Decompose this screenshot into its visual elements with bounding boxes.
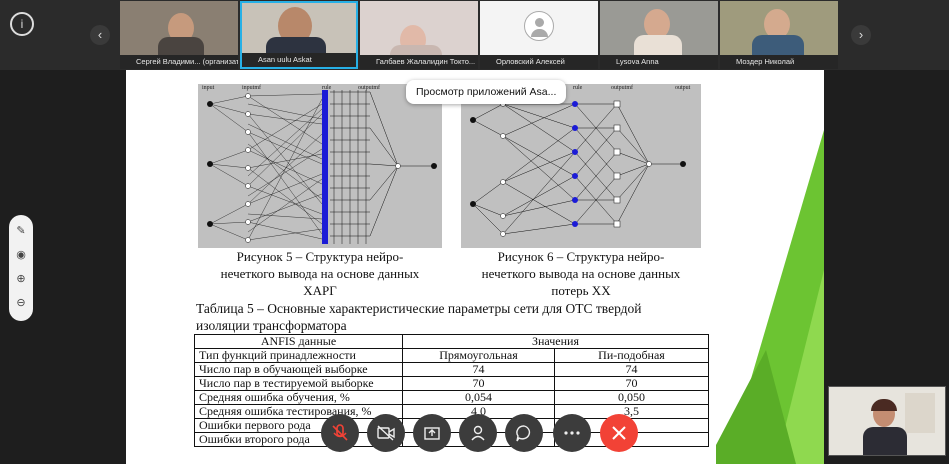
- participant-video: [600, 1, 718, 55]
- figure-5-network: input inputmf rule outputmf output: [198, 84, 442, 248]
- participant-name: Сергей Владими... (организатор): [120, 55, 238, 69]
- camera-button[interactable]: [367, 414, 405, 452]
- zoom-out-icon[interactable]: ⊖: [16, 297, 26, 309]
- more-options-button[interactable]: [553, 414, 591, 452]
- participant-tile[interactable]: Галбаев Жалалидин Токто...: [360, 1, 478, 69]
- slide-background-decoration: [706, 130, 824, 464]
- participant-tile[interactable]: ✕ Орловский Алексей: [480, 1, 598, 69]
- chat-button[interactable]: [505, 414, 543, 452]
- shared-screen: input inputmf rule outputmf output: [126, 70, 824, 464]
- document-page: input inputmf rule outputmf output: [194, 76, 716, 464]
- avatar-placeholder-icon: [524, 11, 554, 41]
- figure-6-network: input inputmf rule outputmf output: [461, 84, 701, 248]
- participant-name: Орловский Алексей: [480, 55, 598, 69]
- table-row: Тип функций принадлежности Прямоугольная…: [194, 348, 709, 363]
- figure-6-caption: Рисунок 6 – Структура нейро- нечеткого в…: [481, 249, 681, 298]
- participant-video: [360, 1, 478, 55]
- app-view-tooltip[interactable]: Просмотр приложений Asa...: [406, 80, 567, 104]
- participant-video: [480, 1, 598, 55]
- participant-video: [242, 3, 356, 57]
- more-dots-icon: [564, 431, 580, 435]
- participant-tile[interactable]: ✕ Lysova Anna: [600, 1, 718, 69]
- table-row: Число пар в обучающей выборке 74 74: [194, 362, 709, 377]
- strip-next-button[interactable]: ›: [851, 25, 871, 45]
- mute-mic-button[interactable]: [321, 414, 359, 452]
- participant-video: [120, 1, 238, 59]
- participant-name: Галбаев Жалалидин Токто...: [360, 55, 478, 69]
- mic-muted-icon: [332, 424, 348, 441]
- camera-off-icon: [377, 425, 395, 441]
- table-row: Средняя ошибка тестирования, % 4,0 3,5: [194, 404, 709, 419]
- annotation-toolbar: ✎ ◉ ⊕ ⊖: [9, 215, 33, 321]
- leave-meeting-button[interactable]: [600, 414, 638, 452]
- table-row: Число пар в тестируемой выборке 70 70: [194, 376, 709, 391]
- participant-tile[interactable]: Сергей Владими... (организатор): [120, 1, 238, 69]
- share-screen-icon: [424, 427, 440, 440]
- participants-icon: [471, 425, 485, 441]
- annotate-pen-icon[interactable]: ✎: [16, 225, 26, 237]
- participant-name: Моздер Николай: [720, 55, 838, 69]
- participant-strip: i ‹ › Сергей Владими... (организатор) As…: [0, 0, 949, 70]
- participant-video: [720, 1, 838, 55]
- table-header-row: ANFIS данные Значения: [194, 334, 709, 349]
- strip-prev-button[interactable]: ‹: [90, 25, 110, 45]
- close-icon: [612, 426, 626, 440]
- figure-5-caption: Рисунок 5 – Структура нейро- нечеткого в…: [220, 249, 420, 298]
- participants-button[interactable]: [459, 414, 497, 452]
- laser-pointer-icon[interactable]: ◉: [16, 249, 26, 261]
- chat-icon: [516, 425, 531, 442]
- participant-name: Lysova Anna: [600, 55, 718, 69]
- zoom-in-icon[interactable]: ⊕: [16, 273, 26, 285]
- participant-tile-active[interactable]: Asan uulu Askat: [240, 1, 358, 69]
- self-view-video[interactable]: [828, 386, 946, 456]
- info-button[interactable]: i: [10, 12, 34, 36]
- table-title: Таблица 5 – Основные характеристические …: [196, 301, 642, 333]
- table-row: Средняя ошибка обучения, % 0,054 0,050: [194, 390, 709, 405]
- participant-name: Asan uulu Askat: [242, 53, 356, 67]
- share-screen-button[interactable]: [413, 414, 451, 452]
- participant-tile[interactable]: Моздер Николай: [720, 1, 838, 69]
